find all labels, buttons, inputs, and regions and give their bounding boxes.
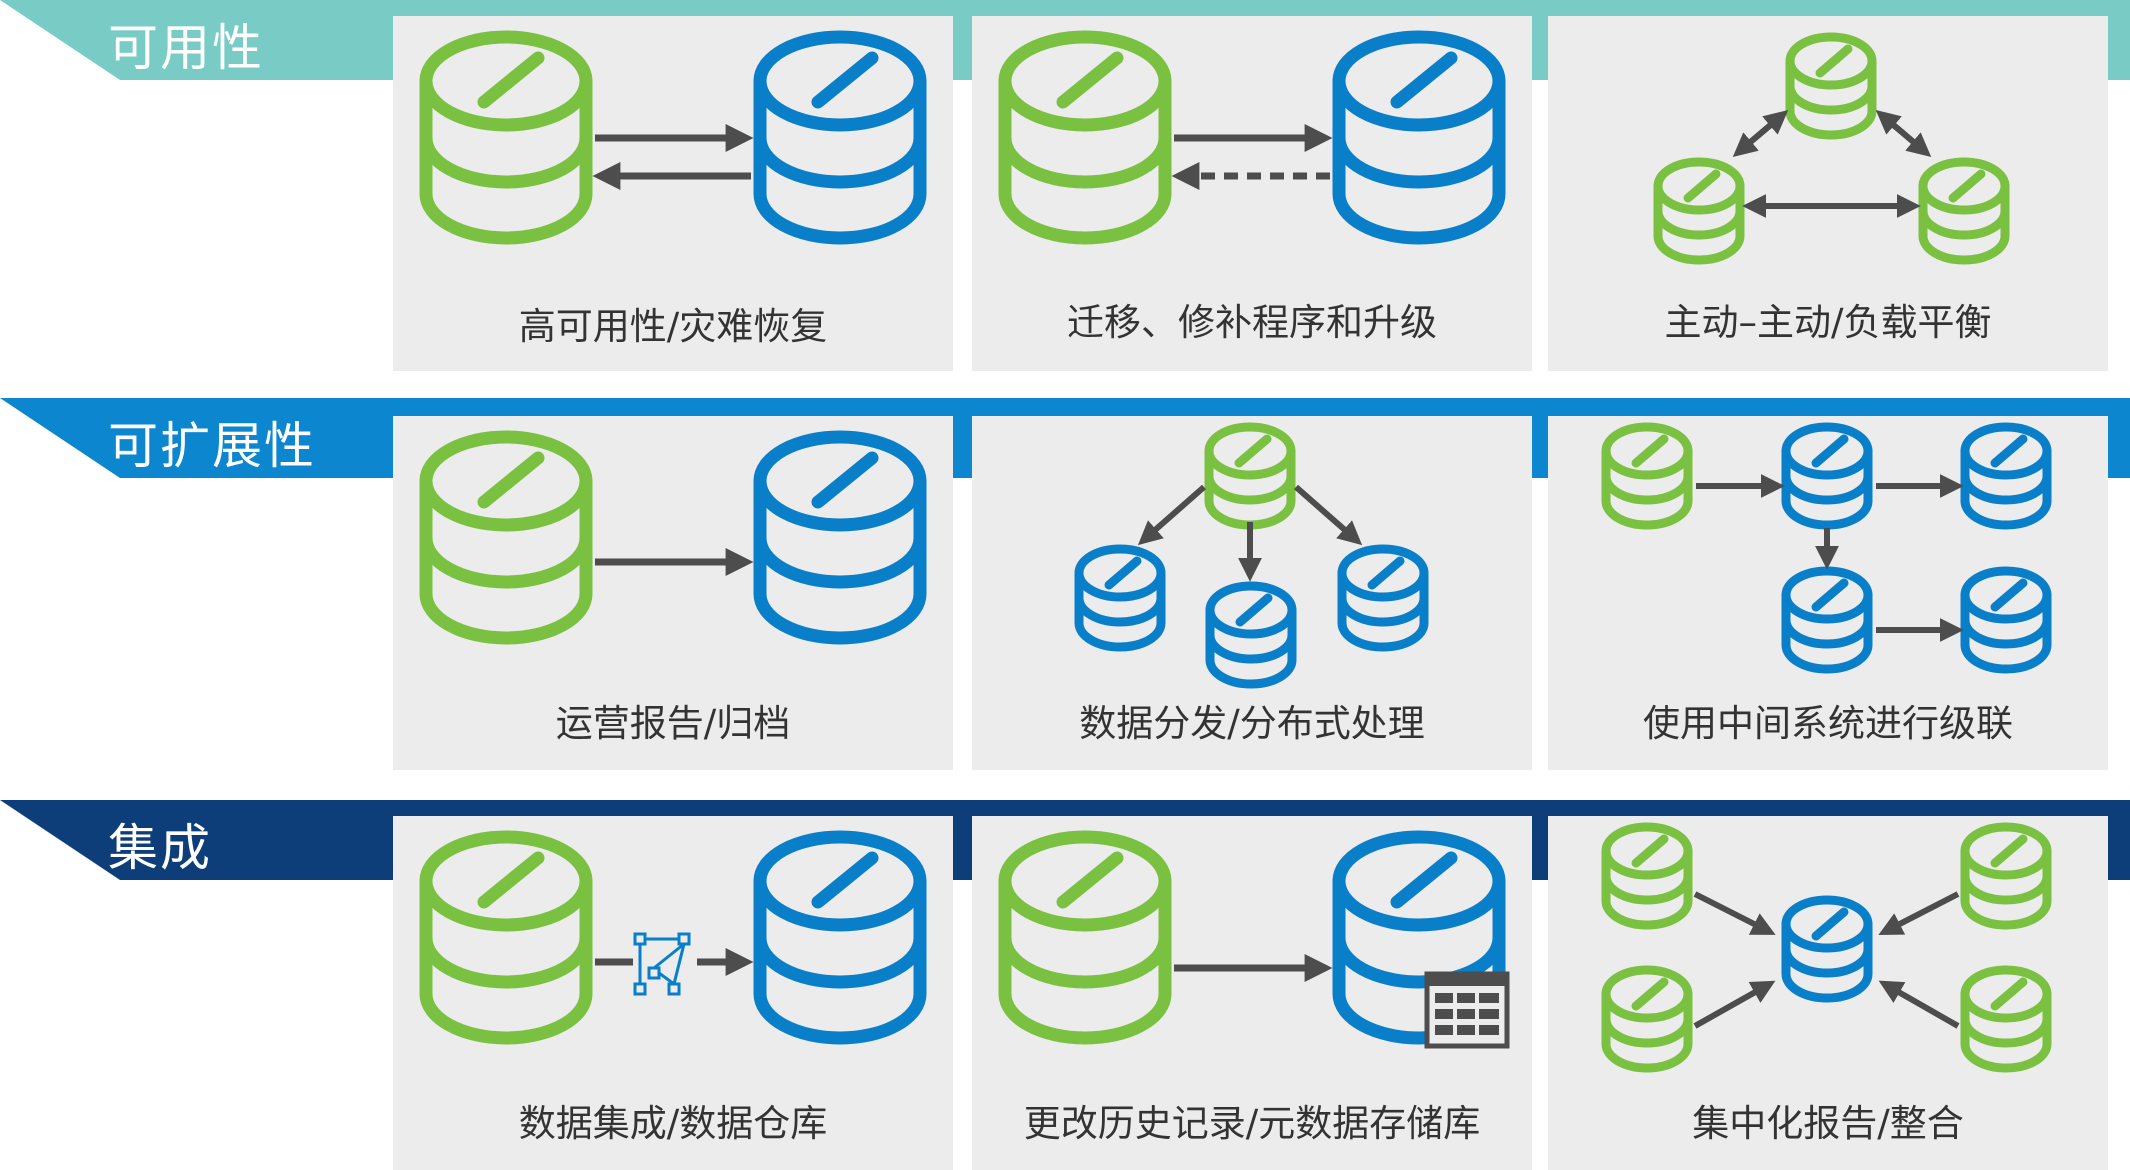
card-operational-reporting: 运营报告/归档 — [393, 416, 953, 770]
blue-database-icon — [1332, 30, 1506, 245]
one-way-replication-icon — [998, 30, 1506, 245]
arrow — [1878, 980, 1960, 1029]
blue-database-icon — [753, 430, 927, 645]
card-ha-dr: 高可用性/灾难恢复 — [393, 16, 953, 371]
section-title: 可扩展性 — [108, 417, 316, 475]
blue-database-icon — [1074, 544, 1166, 652]
card-data-integration: 数据集成/数据仓库 — [393, 816, 953, 1170]
card-cascading: 使用中间系统进行级联 — [1548, 416, 2108, 770]
green-database-icon — [1601, 965, 1693, 1073]
transform-network-icon — [633, 932, 691, 996]
peer-to-peer-icon — [1653, 32, 2010, 265]
blue-database-icon — [1205, 581, 1297, 689]
arrow — [1294, 484, 1363, 546]
card-caption: 数据分发/分布式处理 — [1079, 702, 1425, 745]
card-change-history: 更改历史记录/元数据存储库 — [972, 816, 1532, 1170]
card-caption: 使用中间系统进行级联 — [1643, 702, 2013, 745]
section-title: 集成 — [108, 819, 212, 877]
green-database-icon — [419, 30, 593, 245]
section-title: 可用性 — [108, 19, 264, 77]
card-caption: 高可用性/灾难恢复 — [518, 305, 828, 348]
arrow — [1878, 891, 1960, 935]
card-data-distribution: 数据分发/分布式处理 — [972, 416, 1532, 770]
consolidation-icon — [1601, 822, 2052, 1073]
arrow — [1875, 110, 1925, 153]
table-grid-icon — [1424, 971, 1510, 1049]
blue-database-icon — [1781, 422, 1873, 530]
green-database-icon — [419, 830, 593, 1045]
green-database-icon — [998, 30, 1172, 245]
arrow — [1732, 114, 1782, 157]
card-caption: 主动–主动/负载平衡 — [1664, 301, 1992, 344]
green-database-icon — [1204, 422, 1296, 530]
blue-database-icon — [1781, 566, 1873, 674]
green-database-icon — [1785, 32, 1877, 140]
blue-database-icon — [1960, 422, 2052, 530]
blue-database-icon — [753, 830, 927, 1045]
arrow — [1137, 484, 1206, 546]
card-consolidation: 集中化报告/整合 — [1548, 816, 2108, 1170]
blue-database-icon — [1960, 566, 2052, 674]
blue-database-icon — [753, 30, 927, 245]
card-caption: 迁移、修补程序和升级 — [1067, 301, 1437, 344]
arrow — [1693, 980, 1776, 1029]
card-migration: 迁移、修补程序和升级 — [972, 16, 1532, 371]
broadcast-icon — [1074, 422, 1429, 689]
green-database-icon — [419, 430, 593, 645]
green-database-icon — [1918, 157, 2010, 265]
blue-database-icon — [1781, 895, 1873, 1003]
green-database-icon — [1960, 965, 2052, 1073]
two-way-replication-icon — [419, 30, 927, 245]
green-database-icon — [1653, 157, 1745, 265]
band-tab — [0, 800, 400, 880]
card-caption: 运营报告/归档 — [555, 702, 791, 745]
green-database-icon — [1601, 822, 1693, 930]
arrow — [1693, 891, 1776, 935]
band-tab — [0, 398, 400, 478]
card-caption: 更改历史记录/元数据存储库 — [1023, 1102, 1481, 1145]
green-database-icon — [998, 830, 1172, 1045]
card-caption: 集中化报告/整合 — [1692, 1102, 1964, 1145]
blue-database-icon — [1337, 544, 1429, 652]
single-target-icon — [419, 430, 927, 645]
card-caption: 数据集成/数据仓库 — [518, 1102, 828, 1145]
history-table-icon — [998, 830, 1510, 1049]
green-database-icon — [1601, 422, 1693, 530]
etl-transform-icon — [419, 830, 927, 1045]
blue-database-icon — [1332, 830, 1506, 1045]
card-active-active: 主动–主动/负载平衡 — [1548, 16, 2108, 371]
band-tab — [0, 0, 400, 80]
cascade-icon — [1601, 422, 2052, 674]
green-database-icon — [1960, 822, 2052, 930]
